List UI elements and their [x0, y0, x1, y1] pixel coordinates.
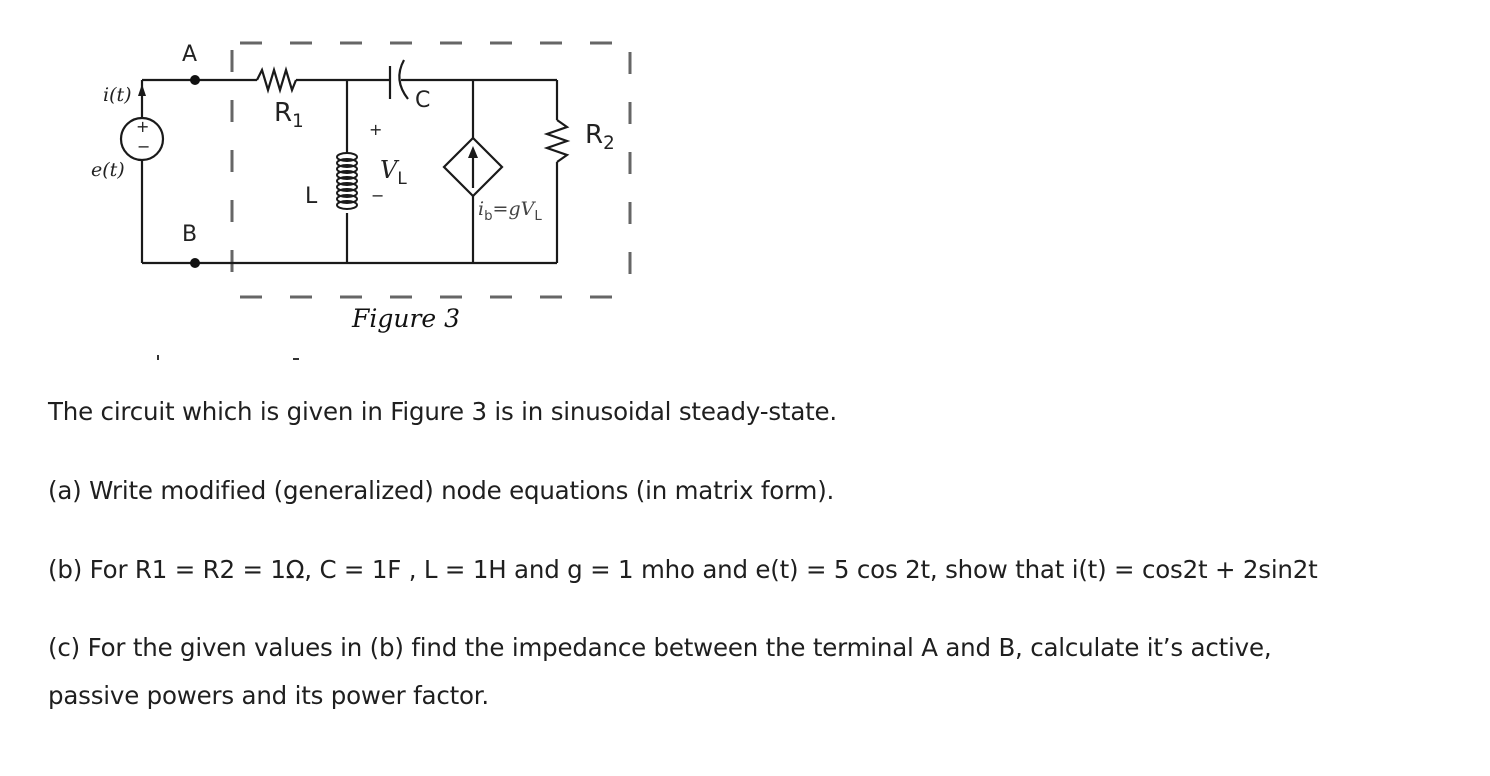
problem-intro: The circuit which is given in Figure 3 i…: [48, 397, 838, 426]
terminal-a-label: A: [182, 42, 198, 67]
source-label: e(t): [91, 159, 125, 181]
dependent-source-arrow: [468, 146, 478, 158]
dependent-source-label: ib=gVL: [478, 198, 542, 224]
part-c-line2: passive powers and its power factor.: [48, 681, 490, 710]
inductor-coil: [336, 152, 358, 210]
r2-label: R2: [585, 120, 615, 155]
terminal-b-dot: [190, 258, 200, 268]
inductor-label: L: [305, 184, 318, 209]
capacitor-label: C: [415, 88, 431, 113]
terminal-a-dot: [190, 75, 200, 85]
current-arrow: [138, 84, 146, 96]
vl-minus: −: [371, 186, 385, 205]
part-c-line1: (c) For the given values in (b) find the…: [48, 633, 1272, 662]
figure-caption: Figure 3: [352, 304, 461, 333]
wires: [140, 59, 571, 265]
voltage-source: [119, 116, 165, 162]
circuit-figure: A B i(t) e(t) + − R1 R2 C L + − VL ib=gV…: [0, 0, 700, 370]
part-b: (b) For R1 = R2 = 1Ω, C = 1F , L = 1H an…: [48, 555, 1318, 584]
terminal-b-label: B: [182, 222, 198, 247]
current-label: i(t): [103, 84, 132, 106]
vl-plus: +: [369, 120, 383, 139]
source-minus: −: [137, 137, 151, 156]
dashed-enclosure: [230, 41, 632, 299]
circuit-diagram: [119, 41, 632, 360]
source-plus: +: [136, 117, 150, 136]
part-a: (a) Write modified (generalized) node eq…: [48, 476, 835, 505]
vl-label: VL: [380, 156, 407, 188]
r1-label: R1: [274, 98, 304, 133]
